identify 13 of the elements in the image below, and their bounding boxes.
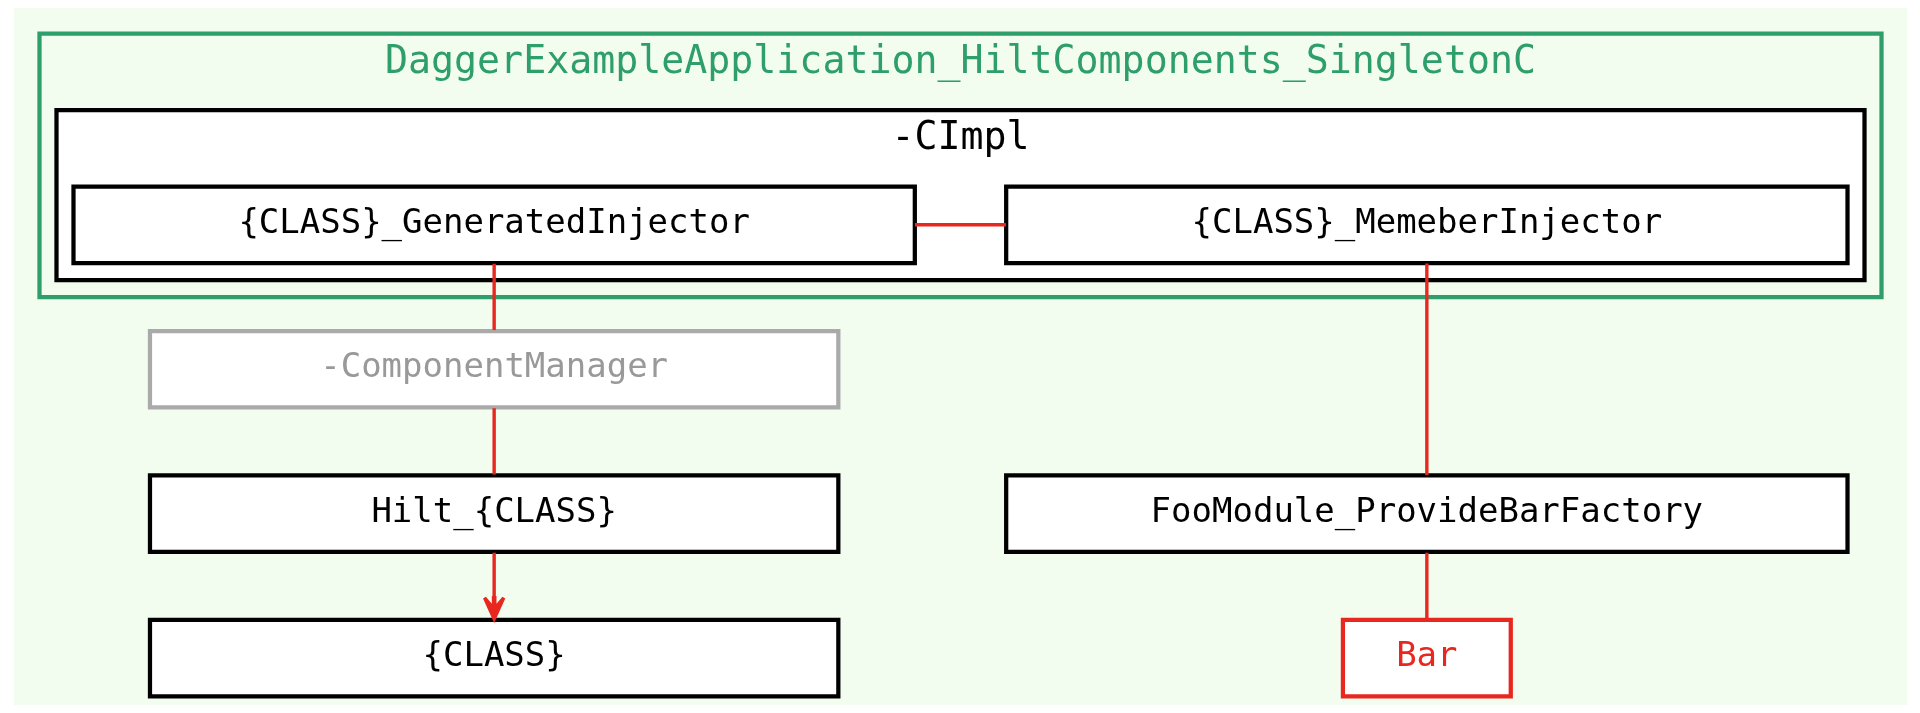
node-box: {CLASS}_MemeberInjector [1003, 184, 1850, 266]
node-box: {CLASS}_GeneratedInjector [70, 184, 917, 266]
connector [491, 408, 496, 475]
connector [1424, 552, 1429, 619]
node-box: Bar [1340, 617, 1513, 699]
node-box: Hilt_{CLASS} [147, 473, 840, 555]
connector [914, 223, 1006, 227]
connector [491, 263, 496, 331]
node-box: -ComponentManager [147, 328, 840, 410]
node-box: {CLASS} [147, 617, 840, 699]
connector [1424, 263, 1429, 476]
node-box: FooModule_ProvideBarFactory [1003, 473, 1850, 555]
arrow [482, 552, 505, 621]
